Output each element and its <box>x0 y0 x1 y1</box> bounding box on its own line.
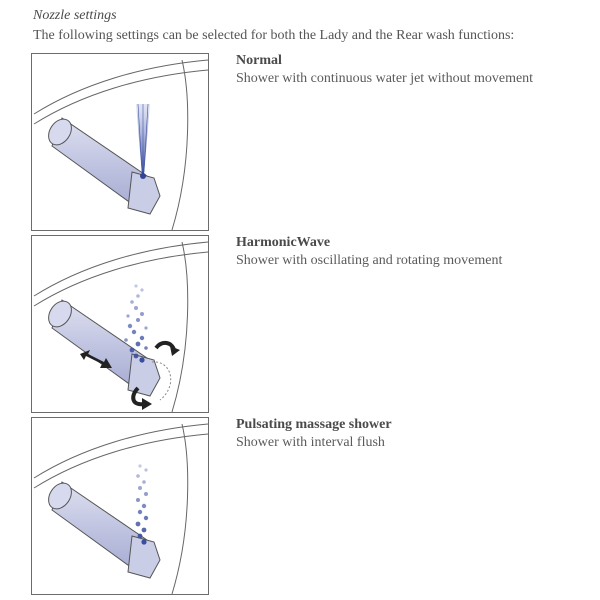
setting-title: HarmonicWave <box>236 235 331 250</box>
nozzle-tube <box>48 299 172 401</box>
nozzle-tube <box>48 117 161 215</box>
setting-description: Shower with continuous water jet without… <box>236 71 534 86</box>
water-jet-wave <box>124 284 148 363</box>
nozzle-normal-illustration <box>31 53 209 231</box>
nozzle-harmonicwave-illustration <box>31 235 209 413</box>
water-jet-pulsating <box>135 464 149 545</box>
setting-title: Pulsating massage shower <box>236 417 392 432</box>
setting-harmonicwave: HarmonicWave Shower with oscillating and… <box>236 234 502 269</box>
oscillate-arrow-icon <box>80 350 112 368</box>
section-heading: Nozzle settings <box>33 8 117 23</box>
nozzle-tube <box>48 481 161 579</box>
setting-description: Shower with oscillating and rotating mov… <box>236 253 503 268</box>
setting-title: Normal <box>236 53 282 68</box>
water-jet-straight <box>136 103 150 179</box>
setting-description: Shower with interval flush <box>236 435 385 450</box>
nozzle-pulsating-illustration <box>31 417 209 595</box>
setting-pulsating: Pulsating massage shower Shower with int… <box>236 416 392 451</box>
setting-normal: Normal Shower with continuous water jet … <box>236 52 533 87</box>
section-intro: The following settings can be selected f… <box>33 28 515 43</box>
